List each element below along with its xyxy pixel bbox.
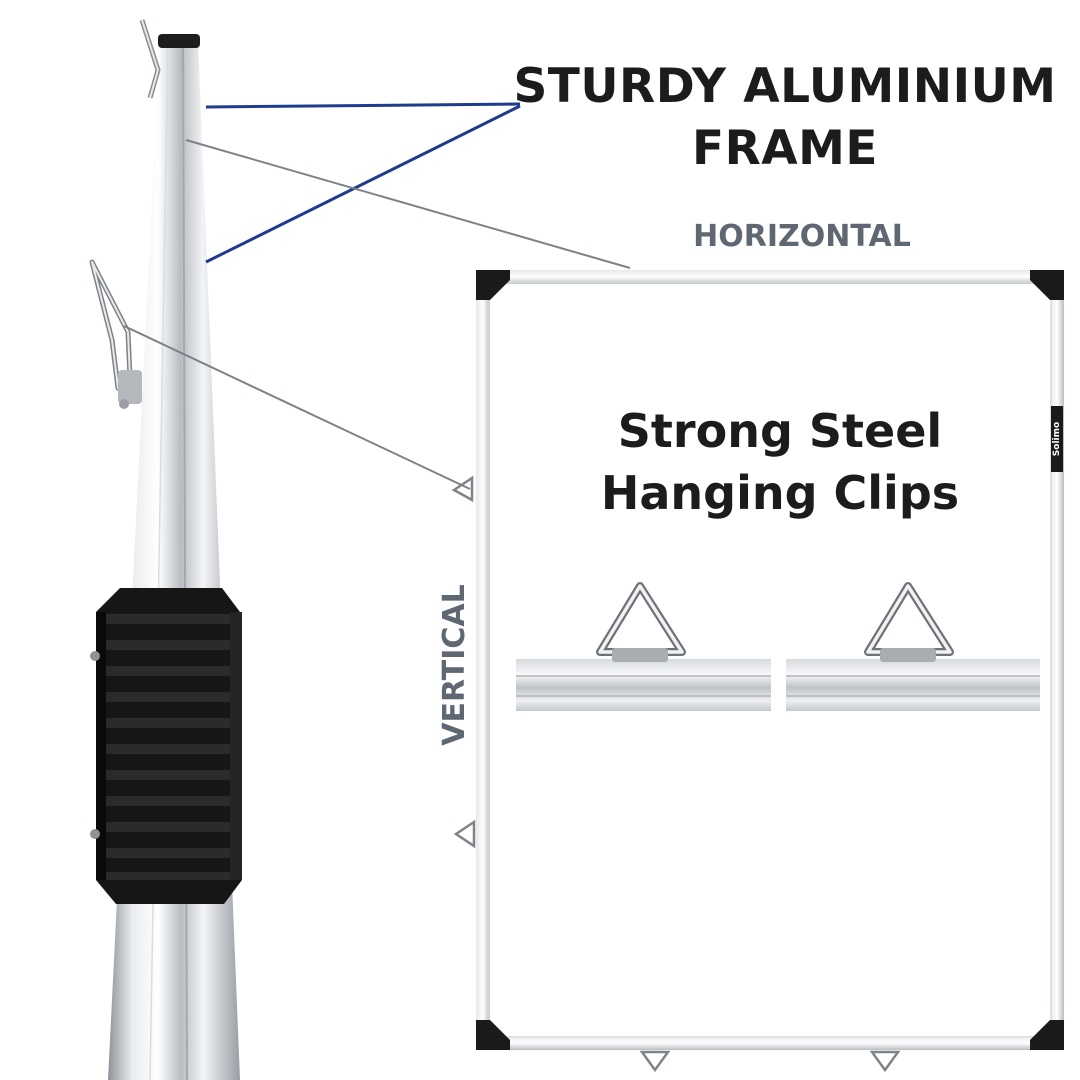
frame-closeup [108, 34, 240, 1080]
clip-icon [139, 19, 161, 99]
frame-callout-line2: FRAME [691, 121, 879, 176]
horizontal-label: HORIZONTAL [693, 219, 911, 254]
frame-callout-line1: STURDY ALUMINIUM [513, 59, 1057, 114]
clips-callout-line1: Strong Steel [617, 404, 943, 458]
clips-callout-title: Strong Steel Hanging Clips [560, 400, 1000, 524]
clips-callout-line2: Hanging Clips [600, 466, 960, 520]
frame-callout-title: STURDY ALUMINIUM FRAME [500, 56, 1070, 180]
clip-icon [89, 259, 142, 409]
steel-clip-icon [864, 582, 954, 662]
vertical-label: VERTICAL [437, 584, 472, 746]
steel-clip-icon [596, 582, 686, 662]
hanging-clip-detail [516, 582, 1040, 711]
brand-label: Solimo [1052, 421, 1062, 457]
corner-joint-closeup [90, 588, 242, 904]
callout-lines [123, 102, 631, 490]
